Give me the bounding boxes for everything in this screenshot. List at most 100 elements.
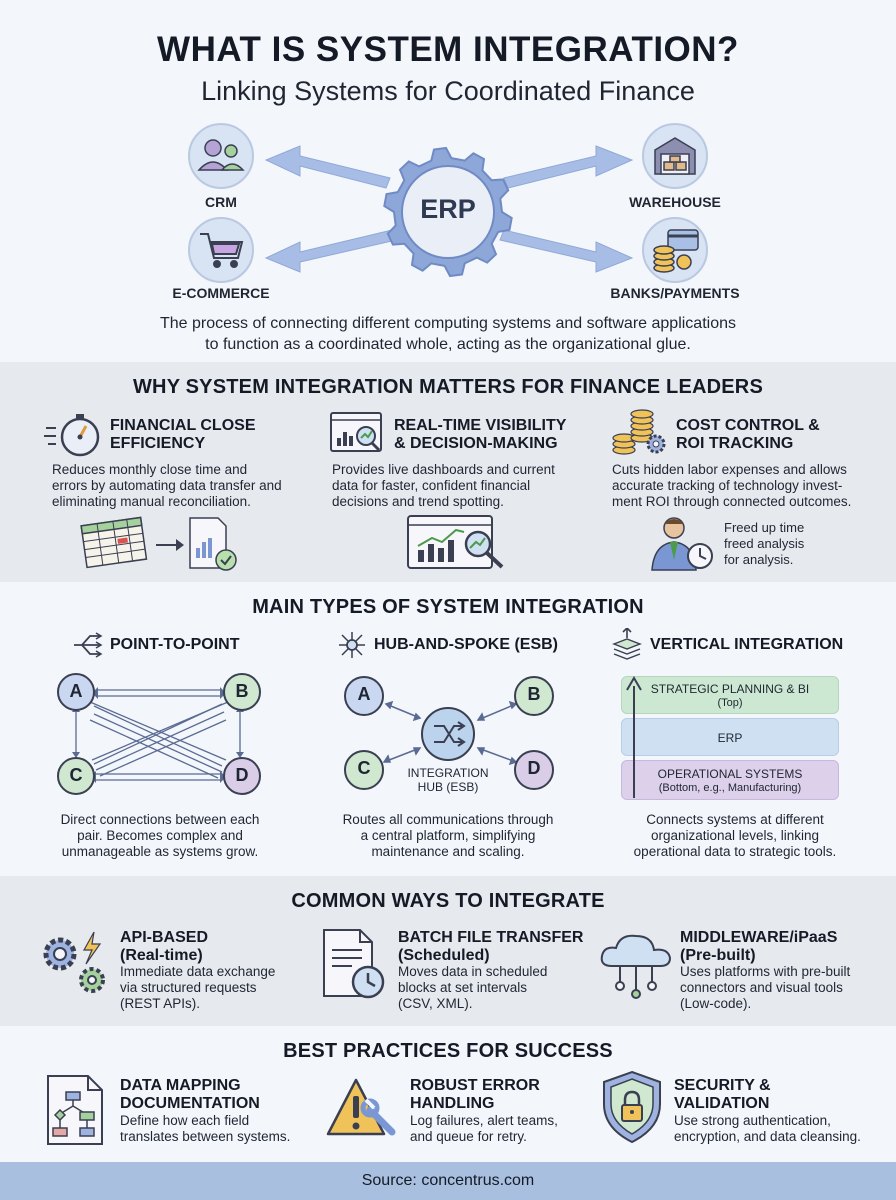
- best-2-text-2: and queue for retry.: [410, 1129, 527, 1144]
- freed-note-3: for analysis.: [724, 552, 794, 567]
- tier-operational-label-1: OPERATIONAL SYSTEMS: [657, 767, 803, 781]
- ptp-node-d: [223, 757, 261, 795]
- point-to-point-icon: [74, 632, 103, 658]
- hub-label-1: INTEGRATION: [407, 766, 489, 780]
- hub-node-b: [514, 676, 554, 716]
- why-card-1-text-2: errors by automating data transfer and: [52, 478, 282, 493]
- why-card-2-text-1: Provides live dashboards and current: [332, 462, 555, 477]
- tier-erp: ERP: [621, 718, 839, 756]
- best-2-text-1: Log failures, alert teams,: [410, 1113, 558, 1128]
- hub-label-d: D: [527, 758, 541, 778]
- why-card-1-text-3: eliminating manual reconciliation.: [52, 494, 251, 509]
- warning-wrench-icon: [326, 1078, 396, 1136]
- ways-1-text-1: Immediate data exchange: [120, 964, 276, 979]
- ptp-label-d: D: [235, 765, 249, 785]
- why-card-3-title-1: COST CONTROL &: [676, 417, 820, 434]
- best-3-text-1: Use strong authentication,: [674, 1113, 831, 1128]
- definition-line-1: The process of connecting different comp…: [159, 315, 736, 332]
- ptp-label-c: C: [69, 765, 83, 785]
- types-heading: MAIN TYPES OF SYSTEM INTEGRATION: [252, 596, 644, 618]
- tier-erp-label: ERP: [717, 731, 743, 745]
- data-mapping-document-icon: [47, 1075, 103, 1145]
- users-icon: [197, 139, 245, 171]
- ways-1-text-2: via structured requests: [120, 980, 257, 995]
- hub-text-2: a central platform, simplifying: [360, 828, 536, 843]
- arrow-warehouse: [503, 145, 634, 189]
- why-card-3-title-2: ROI TRACKING: [676, 435, 794, 452]
- payment-card-coins-icon: [653, 229, 699, 273]
- ways-2-title-2: (Scheduled): [398, 947, 490, 964]
- ptp-node-b: [223, 673, 261, 711]
- hub-spoke-icon: [339, 632, 365, 658]
- hub-text-1: Routes all communications through: [342, 812, 554, 827]
- source-footer: Source: concentrus.com: [0, 1162, 896, 1200]
- ptp-label-a: A: [69, 681, 83, 701]
- arrow-crm: [264, 145, 391, 189]
- why-heading: WHY SYSTEM INTEGRATION MATTERS FOR FINAN…: [132, 376, 763, 398]
- hub-spoke-title: HUB-AND-SPOKE (ESB): [374, 636, 558, 653]
- tier-strategic-label-1: STRATEGIC PLANNING & BI: [650, 682, 810, 696]
- ptp-node-c: [57, 757, 95, 795]
- tier-operational: OPERATIONAL SYSTEMS (Bottom, e.g., Manuf…: [621, 760, 839, 800]
- ways-3-text-2: connectors and visual tools: [680, 980, 843, 995]
- best-3-title-2: VALIDATION: [674, 1095, 770, 1112]
- ways-3-text-3: (Low-code).: [680, 996, 752, 1011]
- layers-icon: [612, 628, 642, 660]
- erp-label: ERP: [420, 194, 476, 224]
- hub-node-c: [344, 750, 384, 790]
- ptp-node-a: [57, 673, 95, 711]
- ways-1-text-3: (REST APIs).: [120, 996, 201, 1011]
- hub-node-a: [344, 676, 384, 716]
- ways-2-text-3: (CSV, XML).: [398, 996, 473, 1011]
- freed-note-1: Freed up time: [724, 520, 805, 535]
- why-card-3-text-3: ment ROI through connected outcomes.: [612, 494, 852, 509]
- arrow-banks: [499, 229, 634, 273]
- hub-label-b: B: [527, 684, 541, 704]
- banks-label: BANKS/PAYMENTS: [610, 285, 740, 301]
- why-card-2-title-2: & DECISION-MAKING: [394, 435, 558, 452]
- trend-dashboard-icon: [407, 515, 504, 569]
- ways-band: [0, 876, 896, 1026]
- api-gears-icon: [43, 931, 105, 993]
- best-3-title-1: SECURITY &: [674, 1077, 771, 1094]
- vertical-text-2: organizational levels, linking: [650, 828, 820, 843]
- tier-strategic-label-2: (Top): [717, 697, 743, 709]
- freed-note-2: freed analysis: [724, 536, 805, 551]
- vertical-text-1: Connects systems at different: [646, 812, 824, 827]
- why-card-2-text-2: data for faster, confident financial: [332, 478, 531, 493]
- why-card-1-title-2: EFFICIENCY: [110, 435, 206, 452]
- why-card-3-text-1: Cuts hidden labor expenses and allows: [612, 462, 847, 477]
- ways-2-text-1: Moves data in scheduled: [398, 964, 548, 979]
- best-band: [0, 1026, 896, 1162]
- source-text: Source: concentrus.com: [361, 1172, 535, 1189]
- coins-gear-icon: [612, 409, 666, 455]
- hub-node-d: [514, 750, 554, 790]
- dashboard-magnifier-icon: [330, 412, 382, 452]
- ways-heading: COMMON WAYS TO INTEGRATE: [291, 890, 605, 912]
- best-2-title-2: HANDLING: [410, 1095, 495, 1112]
- ways-3-title-2: (Pre-built): [680, 947, 756, 964]
- definition-line-2: to function as a coordinated whole, acti…: [205, 336, 691, 353]
- cloud-network-icon: [600, 934, 672, 999]
- erp-gear-icon: [383, 146, 513, 278]
- hub-label-2: HUB (ESB): [417, 780, 479, 794]
- ways-1-title-2: (Real-time): [120, 947, 203, 964]
- hub-spoke-diagram: [344, 676, 554, 790]
- ptp-text-3: unmanageable as systems grow.: [61, 844, 259, 859]
- upward-arrow-icon: [626, 676, 642, 798]
- ptp-text-2: pair. Becomes complex and: [77, 828, 243, 843]
- warehouse-label: WAREHOUSE: [629, 194, 721, 210]
- best-1-text-1: Define how each field: [120, 1113, 250, 1128]
- best-heading: BEST PRACTICES FOR SUCCESS: [283, 1040, 613, 1062]
- ptp-text-1: Direct connections between each: [60, 812, 260, 827]
- crm-node: [188, 123, 254, 189]
- tier-operational-label-2: (Bottom, e.g., Manufacturing): [658, 782, 802, 794]
- shopping-cart-icon: [200, 233, 244, 268]
- hub-text-3: maintenance and scaling.: [371, 844, 525, 859]
- tier-strategic: STRATEGIC PLANNING & BI (Top): [621, 676, 839, 714]
- stopwatch-icon: [44, 414, 100, 457]
- spreadsheet-to-report-icon: [80, 516, 237, 571]
- why-card-2-text-3: decisions and trend spotting.: [332, 494, 504, 509]
- ways-2-title-1: BATCH FILE TRANSFER: [398, 929, 584, 946]
- best-1-title-2: DOCUMENTATION: [120, 1095, 260, 1112]
